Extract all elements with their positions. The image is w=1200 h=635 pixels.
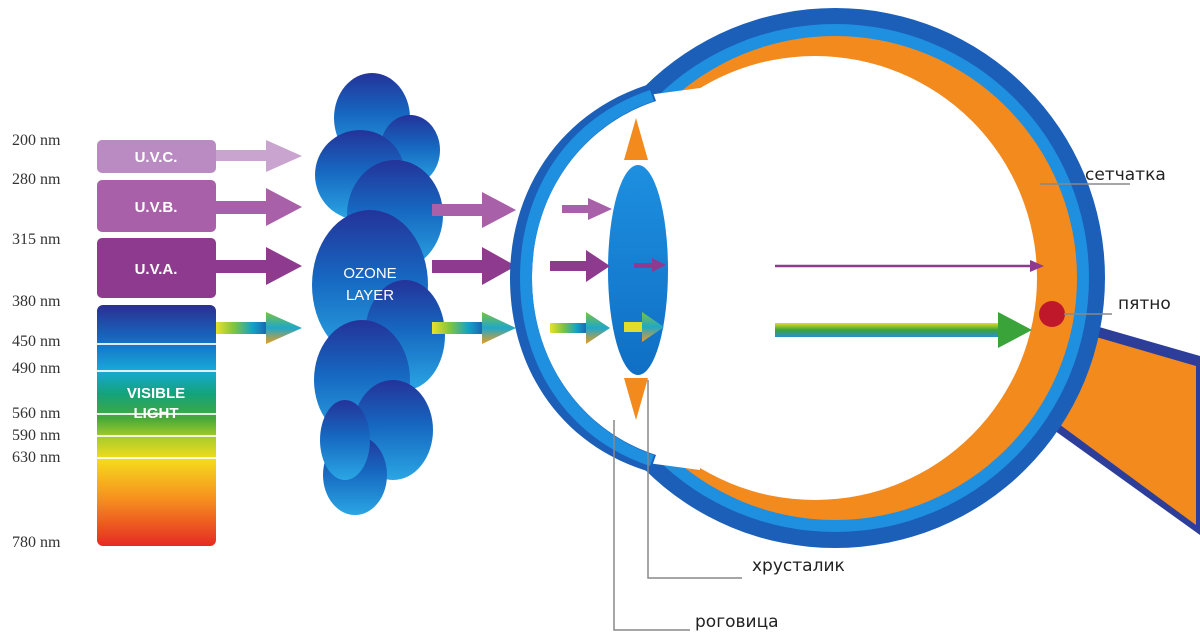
wavelength-label: 380 nm [12, 293, 61, 310]
wavelength-label: 450 nm [12, 333, 61, 350]
uvb-arrow-icon [216, 188, 302, 226]
wavelength-label: 315 nm [12, 231, 61, 248]
wavelength-label: 200 nm [12, 132, 61, 149]
wavelength-label: 590 nm [12, 427, 61, 444]
wavelength-label: 630 nm [12, 449, 61, 466]
uva-label: U.V.A. [135, 261, 178, 278]
uvb-arrow-icon [432, 192, 516, 228]
uvc-arrow-icon [216, 140, 302, 172]
spectrum-bands: U.V.C. U.V.B. U.V.A. VISIBLE LIGHT [97, 140, 216, 546]
visible-arrow-icon [216, 312, 302, 344]
ozone-label-line1: OZONE [343, 265, 396, 282]
uvc-label: U.V.C. [135, 149, 178, 166]
ozone-label-line2: LAYER [346, 287, 394, 304]
retina-label: сетчатка [1085, 165, 1166, 185]
visible-light-band [97, 305, 216, 546]
uva-arrow-icon [432, 247, 516, 285]
uva-arrow-icon [216, 247, 302, 285]
wavelength-label: 560 nm [12, 405, 61, 422]
wavelength-label: 280 nm [12, 171, 61, 188]
wavelength-label: 780 nm [12, 534, 61, 551]
visible-label-line2: LIGHT [134, 405, 179, 422]
uvb-label: U.V.B. [135, 199, 178, 216]
cornea-label: роговица [695, 612, 779, 632]
filtered-arrows [432, 192, 516, 344]
wavelength-label: 490 nm [12, 360, 61, 377]
macula-spot [1039, 301, 1065, 327]
wavelength-scale: 200 nm 280 nm 315 nm 380 nm 450 nm 490 n… [12, 132, 61, 551]
incoming-arrows [216, 140, 302, 344]
visible-label-line1: VISIBLE [127, 385, 185, 402]
lens [608, 165, 668, 375]
macula-label: пятно [1118, 294, 1171, 314]
lens-label: хрусталик [752, 556, 845, 576]
